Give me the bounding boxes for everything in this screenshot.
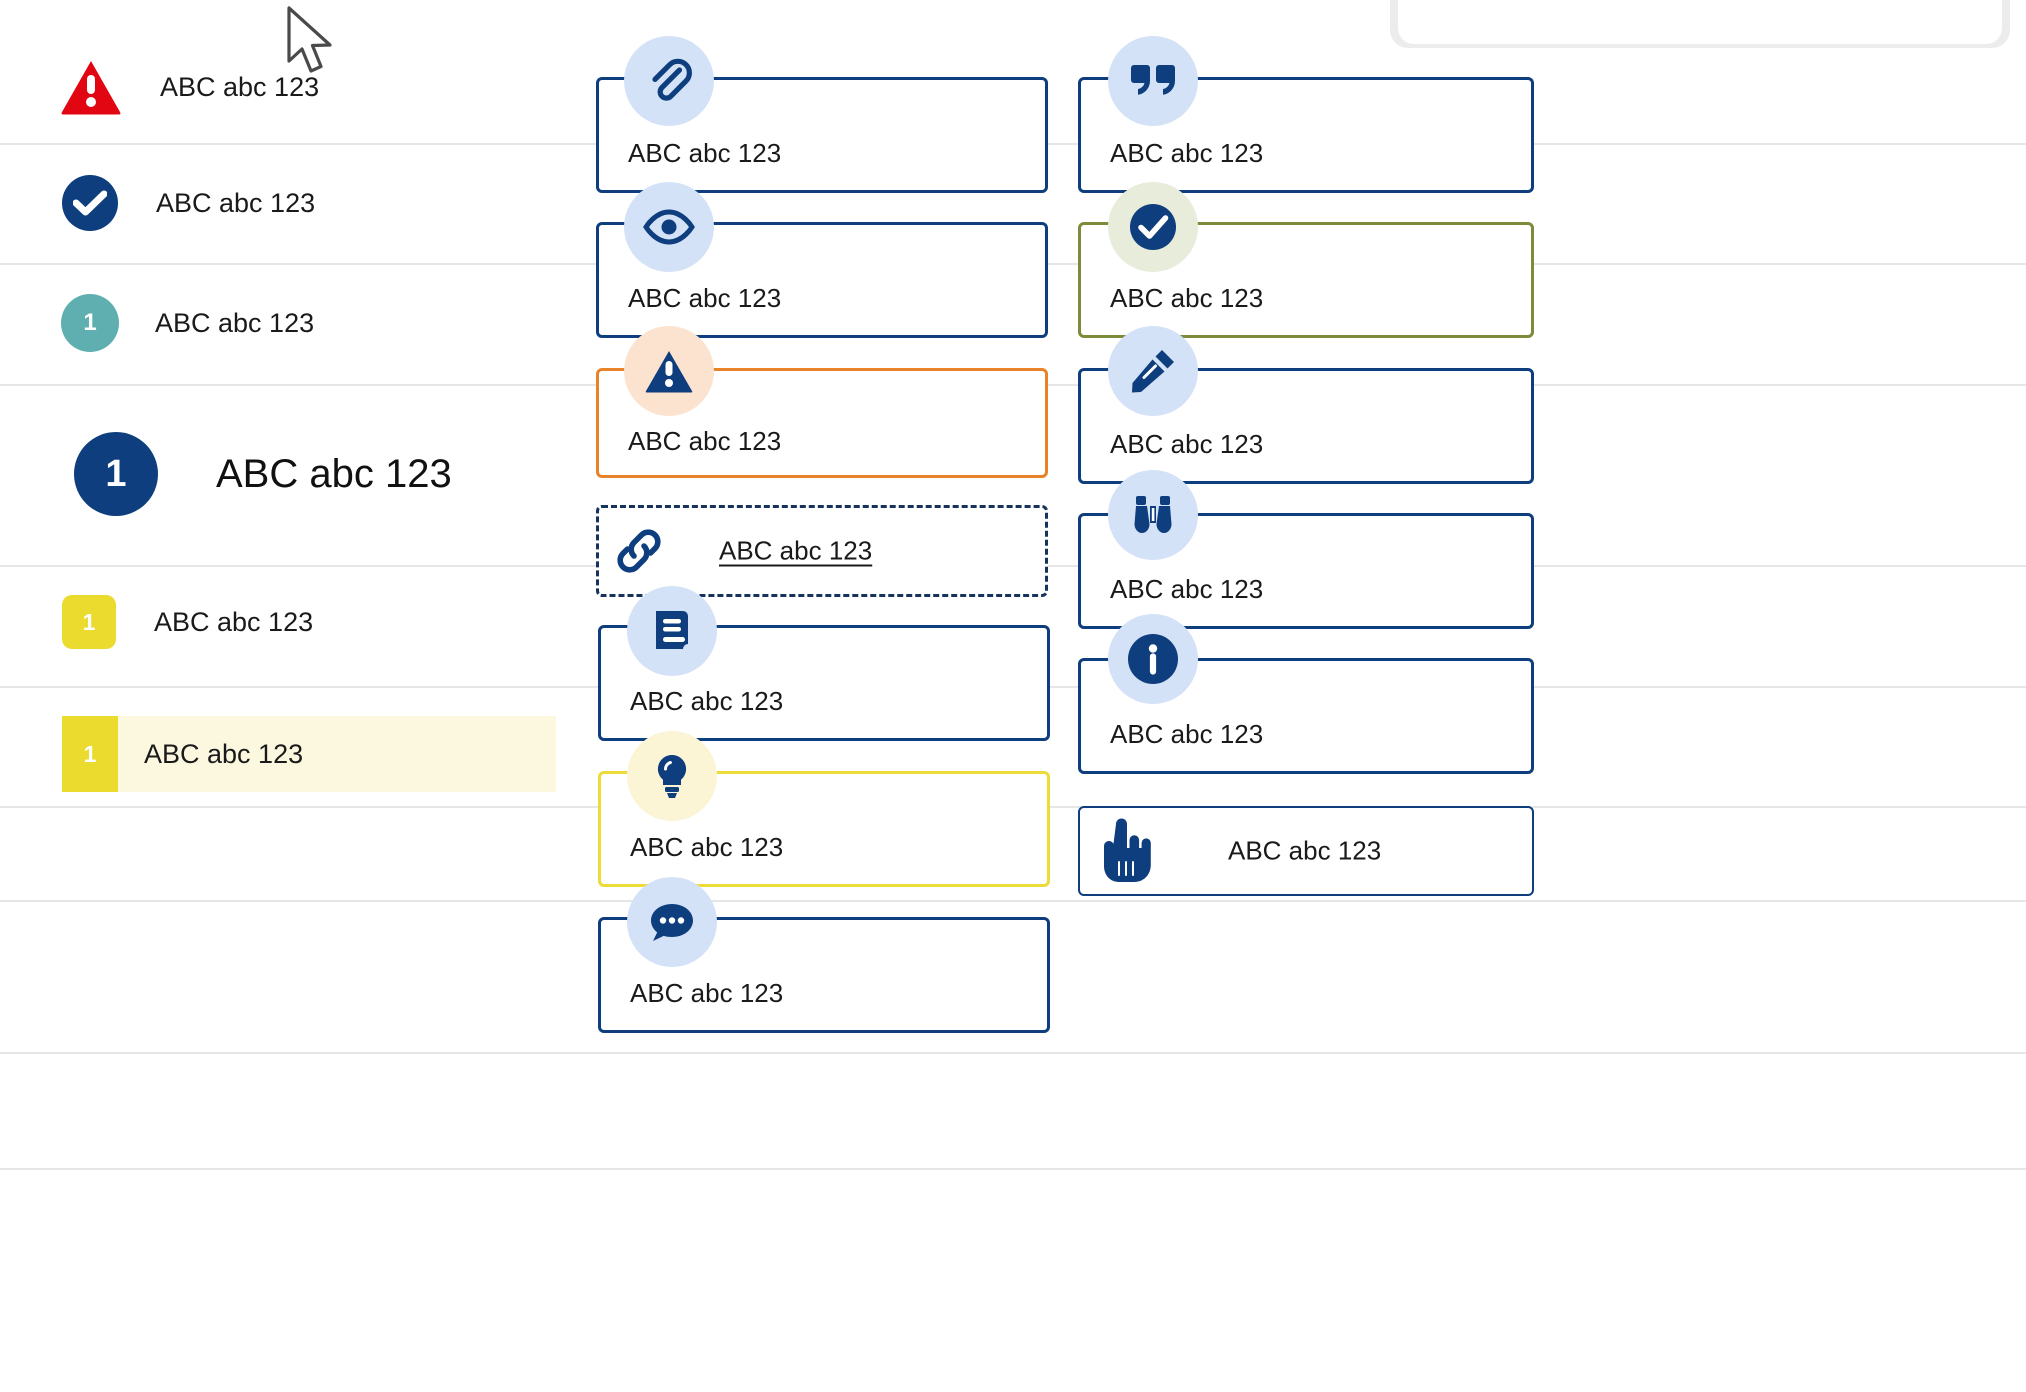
list-item[interactable]: 1 ABC abc 123 xyxy=(62,595,313,649)
link-chain-icon xyxy=(613,525,665,582)
number-square-icon: 1 xyxy=(62,595,116,649)
list-item[interactable]: 1 ABC abc 123 xyxy=(61,294,314,352)
pointing-hand-icon xyxy=(1098,818,1156,889)
card-label: ABC abc 123 xyxy=(1110,719,1264,749)
divider xyxy=(0,1168,2026,1170)
pencil-icon xyxy=(1108,326,1198,416)
card-quote[interactable]: ABC abc 123 xyxy=(1078,77,1534,193)
list-item-label: ABC abc 123 xyxy=(216,451,452,496)
list-item-label: ABC abc 123 xyxy=(156,187,316,218)
left-legend-list: ABC abc 123 ABC abc 123 1 ABC abc 123 1 … xyxy=(0,0,760,1392)
number-circle-large-icon: 1 xyxy=(74,432,158,516)
card-action[interactable]: ABC abc 123 xyxy=(1078,806,1534,896)
binoculars-icon xyxy=(1108,470,1198,560)
card-info[interactable]: ABC abc 123 xyxy=(1078,658,1534,774)
book-icon xyxy=(627,586,717,676)
warning-triangle-icon xyxy=(624,326,714,416)
check-circle-icon xyxy=(62,175,118,231)
list-item-label: ABC abc 123 xyxy=(160,71,320,102)
list-item[interactable]: ABC abc 123 xyxy=(60,58,319,116)
list-item[interactable]: 1 ABC abc 123 xyxy=(74,432,452,516)
paperclip-icon xyxy=(624,36,714,126)
info-circle-icon xyxy=(1108,614,1198,704)
card-link-label[interactable]: ABC abc 123 xyxy=(719,535,873,566)
list-item-highlighted[interactable]: 1 ABC abc 123 xyxy=(62,716,556,792)
warning-triangle-icon xyxy=(60,58,122,116)
card-label: ABC abc 123 xyxy=(630,686,784,716)
chat-bubble-icon xyxy=(627,877,717,967)
lightbulb-icon xyxy=(627,731,717,821)
list-item-label: ABC abc 123 xyxy=(155,307,315,338)
card-label: ABC abc 123 xyxy=(628,283,782,313)
divider xyxy=(0,900,2026,902)
card-label: ABC abc 123 xyxy=(1110,574,1264,604)
card-label: ABC abc 123 xyxy=(630,832,784,862)
card-label: ABC abc 123 xyxy=(1110,429,1264,459)
top-panel-inner xyxy=(1398,0,2002,44)
check-circle-icon xyxy=(1108,182,1198,272)
quotation-marks-icon xyxy=(1108,36,1198,126)
list-item-label: ABC abc 123 xyxy=(154,606,314,637)
number-circle-icon: 1 xyxy=(61,294,119,352)
card-label: ABC abc 123 xyxy=(1110,138,1264,168)
card-label: ABC abc 123 xyxy=(1228,835,1382,866)
number-bar-icon: 1 xyxy=(62,716,118,792)
list-item[interactable]: ABC abc 123 xyxy=(62,175,315,231)
card-link[interactable]: ABC abc 123 xyxy=(596,505,1048,597)
card-label: ABC abc 123 xyxy=(628,426,782,456)
card-label: ABC abc 123 xyxy=(1110,283,1264,313)
list-item-label: ABC abc 123 xyxy=(144,738,304,769)
divider xyxy=(0,1052,2026,1054)
card-label: ABC abc 123 xyxy=(628,138,782,168)
card-label: ABC abc 123 xyxy=(630,978,784,1008)
eye-icon xyxy=(624,182,714,272)
